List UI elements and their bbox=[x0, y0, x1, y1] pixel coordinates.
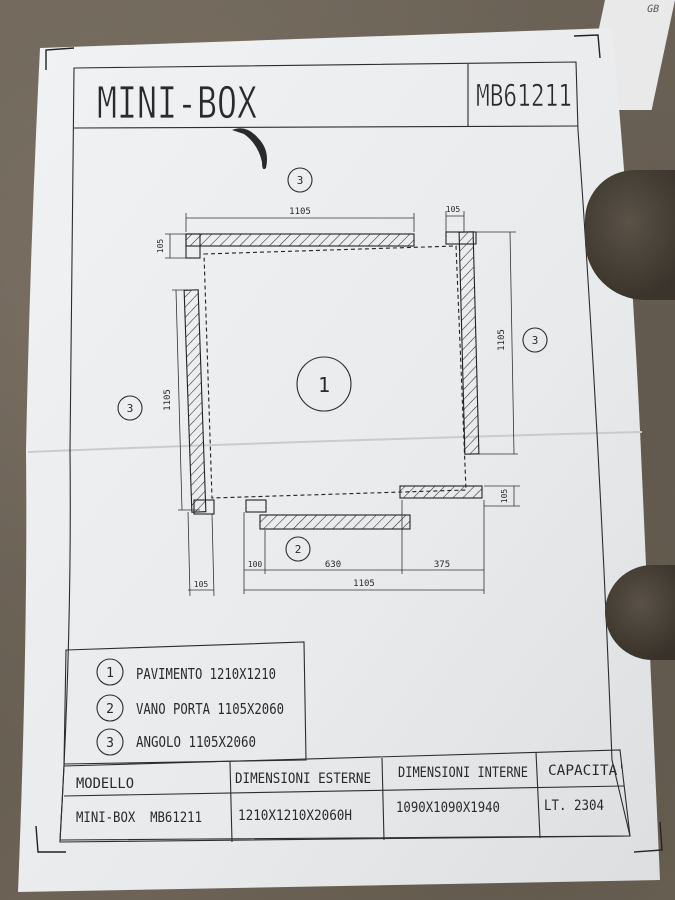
table-value-capacita: LT. 2304 bbox=[544, 798, 604, 814]
crop-corner-bl bbox=[35, 825, 66, 853]
legend-text-2: VANO PORTA 1105X2060 bbox=[136, 700, 284, 718]
legend-box bbox=[63, 641, 307, 765]
dim-left-length: 1105 bbox=[163, 389, 173, 411]
panel-top bbox=[185, 233, 415, 247]
panel-top-end bbox=[185, 233, 201, 259]
table-header-modello: MODELLO bbox=[76, 776, 134, 792]
label-3-right-circle bbox=[522, 327, 548, 353]
label-1: 1 bbox=[318, 373, 330, 397]
header-divider bbox=[73, 125, 579, 129]
dim-line-right bbox=[509, 231, 515, 455]
label-2: 2 bbox=[295, 543, 302, 556]
panel-left-end bbox=[193, 499, 215, 515]
dim-right-length: 1105 bbox=[497, 329, 507, 351]
label-2-circle bbox=[285, 536, 311, 562]
dim-right-top-thick: 105 bbox=[446, 205, 461, 214]
table-header-capacita: CAPACITA' bbox=[548, 763, 626, 779]
svg-text:3: 3 bbox=[106, 736, 114, 751]
paper-body bbox=[18, 28, 660, 892]
glove-thumb-top bbox=[585, 170, 675, 300]
crop-corner-br bbox=[633, 821, 663, 853]
panel-right-end bbox=[445, 231, 477, 245]
dim-bottom-a: 100 bbox=[248, 560, 263, 569]
dim-line-left bbox=[175, 289, 183, 511]
label-3-right: 3 bbox=[532, 334, 539, 347]
svg-text:1: 1 bbox=[106, 666, 114, 681]
dim-left-thick: 105 bbox=[194, 580, 209, 589]
dim-top-thick: 105 bbox=[156, 239, 165, 254]
dim-tick-left-thick-a bbox=[187, 511, 191, 597]
paper-fold bbox=[27, 431, 643, 453]
label-1-circle bbox=[296, 356, 352, 412]
dim-tick-left-thick-b bbox=[211, 513, 215, 597]
legend-item-1: 1 PAVIMENTO 1210X1210 bbox=[96, 658, 276, 686]
crop-corner-tr bbox=[573, 34, 601, 59]
table-value-interne: 1090X1090X1940 bbox=[396, 800, 500, 816]
panel-bottom-right bbox=[399, 485, 483, 499]
label-3-left-circle bbox=[117, 395, 143, 421]
table-header-interne: DIMENSIONI INTERNE bbox=[398, 765, 528, 781]
dim-top-length: 1105 bbox=[289, 207, 311, 217]
glove-thumb-bottom bbox=[605, 565, 675, 660]
table-value-esterne: 1210X1210X2060H bbox=[238, 808, 352, 824]
ink-smudge bbox=[232, 128, 267, 170]
svg-text:2: 2 bbox=[106, 702, 114, 717]
legend-text-1: PAVIMENTO 1210X1210 bbox=[136, 665, 276, 683]
floor-outline bbox=[203, 245, 467, 499]
legend-text-3: ANGOLO 1105X2060 bbox=[136, 733, 256, 751]
dim-bottom-b: 630 bbox=[325, 560, 341, 570]
label-3-left: 3 bbox=[127, 402, 134, 415]
label-3-top: 3 bbox=[297, 174, 304, 187]
table-value-modello: MINI-BOX MB61211 bbox=[76, 810, 202, 826]
crop-corner-tl bbox=[45, 47, 75, 70]
table-header-esterne: DIMENSIONI ESTERNE bbox=[235, 771, 371, 787]
panel-door bbox=[259, 514, 411, 530]
spec-table: MODELLO DIMENSIONI ESTERNE DIMENSIONI IN… bbox=[59, 749, 631, 843]
drawing-frame bbox=[59, 61, 631, 841]
header-title: MINI-BOX bbox=[97, 78, 257, 129]
dim-bottom-total: 1105 bbox=[353, 579, 375, 589]
header-code: MB61211 bbox=[476, 79, 572, 114]
door-post-left bbox=[245, 499, 267, 513]
legend-item-2: 2 VANO PORTA 1105X2060 bbox=[96, 694, 284, 722]
dim-bottom-c: 375 bbox=[434, 560, 450, 570]
legend-item-3: 3 ANGOLO 1105X2060 bbox=[96, 728, 256, 756]
dim-bottom-right-thick: 105 bbox=[500, 489, 509, 504]
label-3-top-circle bbox=[287, 167, 313, 193]
